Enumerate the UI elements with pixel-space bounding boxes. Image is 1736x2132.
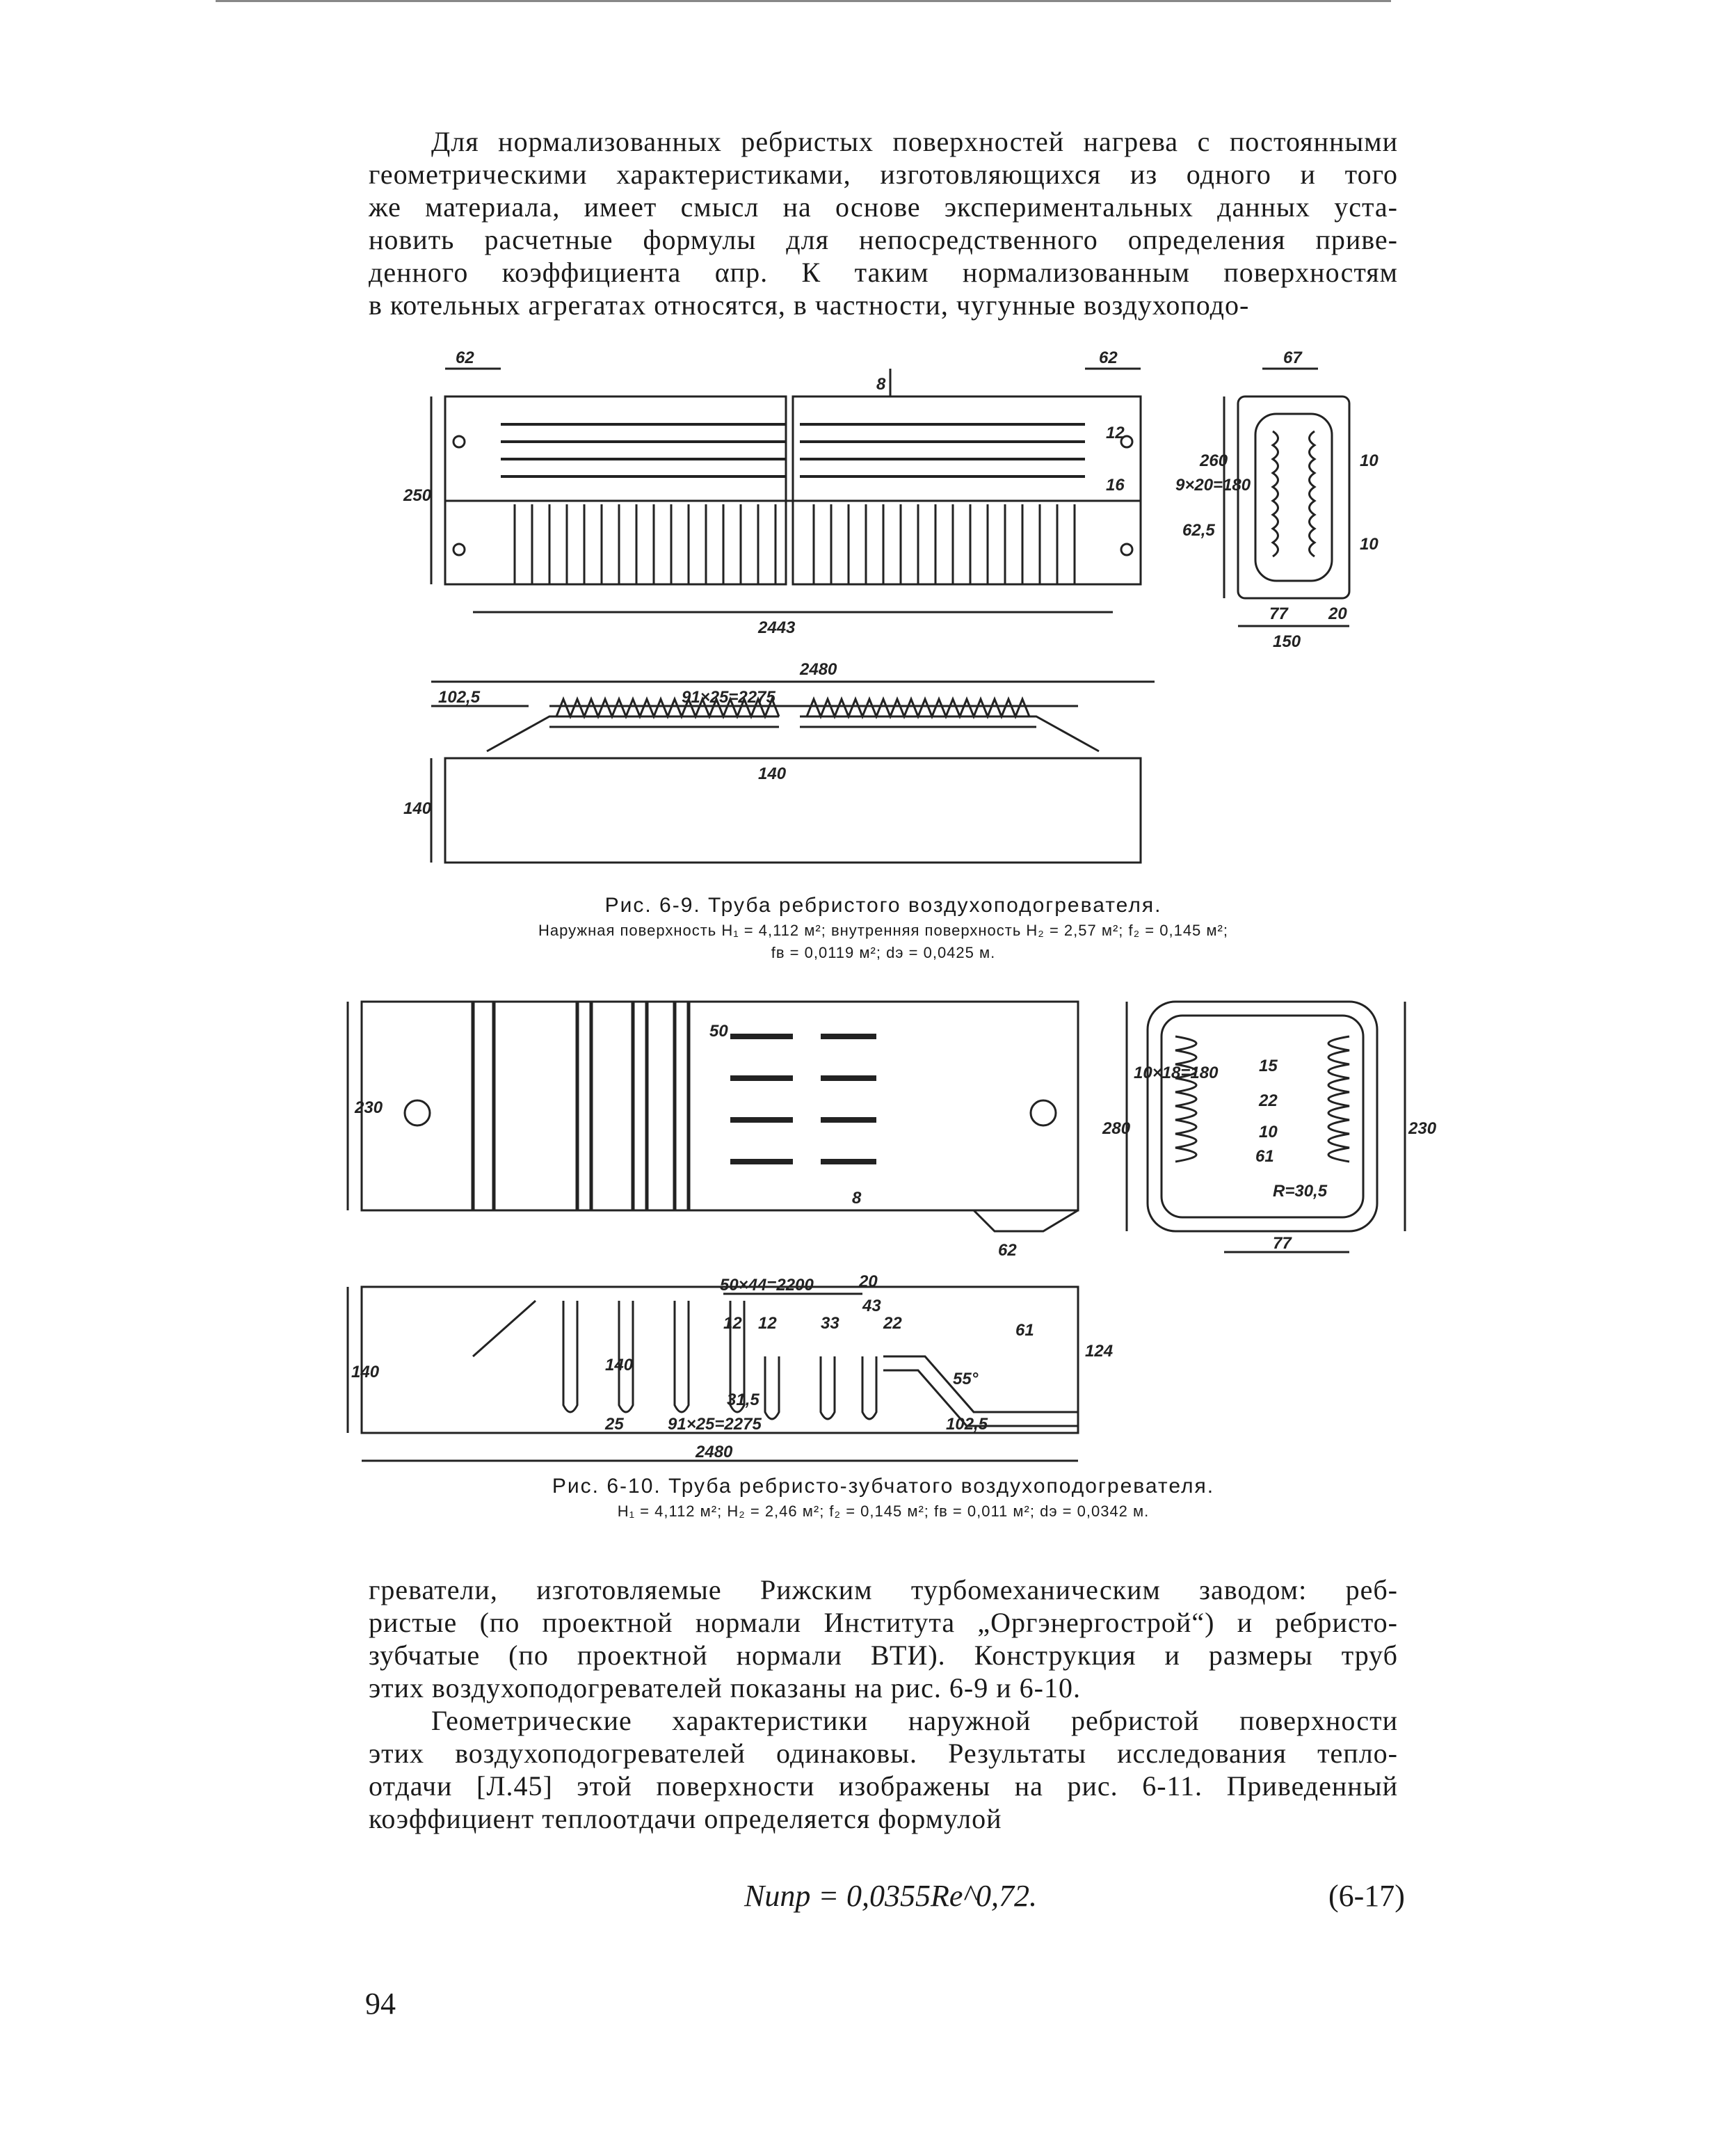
dim-12-b: 12 [758, 1314, 777, 1333]
figure-6-9-caption: Рис. 6-9. Труба ребристого воздухоподогр… [369, 894, 1398, 962]
figure-subcaption: fв = 0,0119 м²; dэ = 0,0425 м. [771, 944, 996, 961]
dim-12: 12 [1106, 424, 1125, 442]
dim-140-left: 140 [403, 799, 432, 818]
dim-10-bottom: 10 [1360, 535, 1379, 554]
dim-140-mid: 140 [758, 764, 787, 783]
text-line: в котельных агрегатах относятся, в частн… [369, 289, 1250, 321]
figure-title: Рис. 6-9. Труба ребристого воздухоподогр… [604, 894, 1162, 917]
text-line: Для нормализованных ребристых поверхност… [431, 126, 1398, 157]
text-line: денного коэффициента αпр. К таким нормал… [369, 257, 1398, 288]
dim-22: 22 [1258, 1091, 1278, 1110]
dim-25: 25 [604, 1415, 624, 1434]
figure-6-10-caption: Рис. 6-10. Труба ребристо-зубчатого возд… [369, 1475, 1398, 1521]
dim-8: 8 [852, 1189, 862, 1208]
figure-6-9-drawing: 62 62 67 8 250 12 16 260 9×20=180 62,5 1… [389, 327, 1379, 869]
text-line: коэффициент теплоотдачи определяется фор… [369, 1803, 1002, 1834]
text-line: ристые (по проектной нормали Института „… [369, 1607, 1398, 1638]
dim-140-left: 140 [351, 1363, 380, 1381]
dim-8: 8 [876, 375, 886, 394]
dim-250: 250 [403, 486, 432, 505]
dim-260: 260 [1199, 451, 1228, 470]
dim-140-mid: 140 [605, 1356, 634, 1374]
dim-31-5: 31,5 [727, 1390, 760, 1409]
dim-43: 43 [862, 1297, 881, 1315]
dim-150: 150 [1273, 632, 1301, 651]
dim-62: 62 [998, 1241, 1017, 1260]
dim-9x20: 9×20=180 [1175, 476, 1251, 495]
text-line: новить расчетные формулы для непосредств… [369, 224, 1398, 255]
dim-22-b: 22 [883, 1314, 902, 1333]
dim-2480: 2480 [799, 660, 837, 679]
figure-subcaption: Наружная поверхность H₁ = 4,112 м²; внут… [538, 922, 1228, 939]
dim-62-left: 62 [456, 348, 474, 367]
page-number: 94 [365, 1987, 396, 2021]
dim-91x25: 91×25=2275 [668, 1415, 762, 1434]
text-line: греватели, изготовляемые Рижским турбоме… [369, 1574, 1398, 1605]
dim-77: 77 [1269, 604, 1289, 623]
dim-20: 20 [1328, 604, 1347, 623]
dim-61-b: 61 [1015, 1321, 1034, 1340]
text-line: геометрическими характеристиками, изгото… [369, 159, 1398, 190]
dim-16: 16 [1106, 476, 1125, 495]
dim-61: 61 [1255, 1147, 1274, 1166]
dim-124: 124 [1085, 1342, 1113, 1361]
dim-10: 10 [1259, 1123, 1278, 1141]
page-top-edge [216, 0, 1391, 2]
dim-62-right: 62 [1099, 348, 1118, 367]
dim-12-a: 12 [723, 1314, 742, 1333]
dim-280: 280 [1102, 1119, 1131, 1138]
bottom-paragraph-1: греватели, изготовляемые Рижским турбоме… [369, 1573, 1398, 1704]
text-line: этих воздухоподогревателей одинаковы. Ре… [369, 1738, 1398, 1769]
dim-radius: R=30,5 [1273, 1182, 1328, 1201]
dim-10-top: 10 [1360, 451, 1379, 470]
text-line: зубчатые (по проектной нормали ВТИ). Кон… [369, 1640, 1398, 1671]
dim-62-5: 62,5 [1182, 521, 1215, 540]
dim-230-left: 230 [354, 1098, 383, 1117]
dim-33: 33 [821, 1314, 839, 1333]
top-paragraph: Для нормализованных ребристых поверхност… [369, 125, 1398, 321]
dim-77: 77 [1273, 1234, 1292, 1253]
dim-55-deg: 55° [953, 1370, 979, 1388]
dim-2480: 2480 [695, 1443, 733, 1461]
dim-50: 50 [709, 1022, 728, 1041]
figure-6-10-drawing: 230 50 8 62 280 10×18=180 15 22 10 61 R=… [346, 995, 1437, 1475]
dim-50x44: 50×44=2200 [720, 1276, 814, 1295]
dim-15: 15 [1259, 1057, 1278, 1075]
dim-2443: 2443 [757, 618, 796, 637]
dim-91x25: 91×25=2275 [682, 688, 775, 707]
formula-number: (6-17) [1328, 1879, 1405, 1913]
dim-230-right: 230 [1408, 1119, 1437, 1138]
text-line: Геометрические характеристики наружной р… [431, 1705, 1398, 1736]
dim-102-5: 102,5 [946, 1415, 988, 1434]
text-line: отдачи [Л.45] этой поверхности изображен… [369, 1770, 1398, 1802]
dim-20: 20 [858, 1272, 878, 1291]
dim-102-5: 102,5 [438, 688, 481, 707]
bottom-paragraph-2: Геометрические характеристики наружной р… [369, 1704, 1398, 1835]
formula: Nuпр = 0,0355Re^0,72. [744, 1879, 1038, 1913]
figure-subcaption: H₁ = 4,112 м²; H₂ = 2,46 м²; f₂ = 0,145 … [617, 1502, 1150, 1520]
text-line: этих воздухоподогревателей показаны на р… [369, 1672, 1081, 1704]
dim-67: 67 [1283, 348, 1303, 367]
dim-10x18: 10×18=180 [1134, 1064, 1219, 1082]
text-line: же материала, имеет смысл на основе эксп… [369, 191, 1398, 223]
figure-title: Рис. 6-10. Труба ребристо-зубчатого возд… [552, 1475, 1215, 1498]
